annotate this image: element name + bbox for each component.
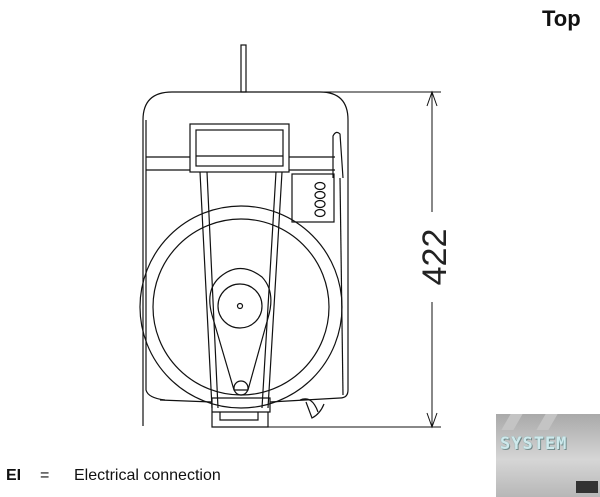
view-title: Top (542, 6, 581, 31)
cable-stem (240, 44, 247, 93)
hub-lobe (209, 267, 272, 391)
legend-description: Electrical connection (74, 467, 221, 484)
indicator-panel (291, 173, 335, 223)
logo-stripe (501, 414, 523, 430)
frame-arms (199, 171, 283, 409)
housing-inner-line (145, 120, 166, 401)
side-latch (332, 131, 344, 179)
height-dimension (268, 90, 441, 429)
indicator-holes (314, 181, 326, 218)
housing-outline (142, 91, 349, 426)
cable-clip (299, 398, 325, 419)
pivot-pin (233, 380, 249, 396)
logo-stripe (536, 414, 558, 430)
legend: EI = Electrical connection (6, 467, 221, 485)
bottom-connector (211, 397, 271, 428)
watermark-text: SYSTEM (500, 434, 568, 454)
lid-frame (189, 123, 290, 173)
watermark-logo: SYSTEM (496, 414, 600, 497)
hub-circle (217, 283, 263, 329)
hub-center (236, 302, 244, 310)
height-dimension-label: 422 (416, 229, 454, 286)
lid-inner (195, 129, 284, 167)
side-edge (339, 177, 344, 396)
logo-badge (576, 481, 598, 493)
bottom-edge (269, 397, 341, 403)
legend-equals: = (40, 467, 50, 484)
legend-code: EI (6, 467, 22, 484)
reel-outer (139, 205, 343, 409)
reel-inner (152, 218, 330, 396)
bottom-edge (159, 399, 213, 403)
